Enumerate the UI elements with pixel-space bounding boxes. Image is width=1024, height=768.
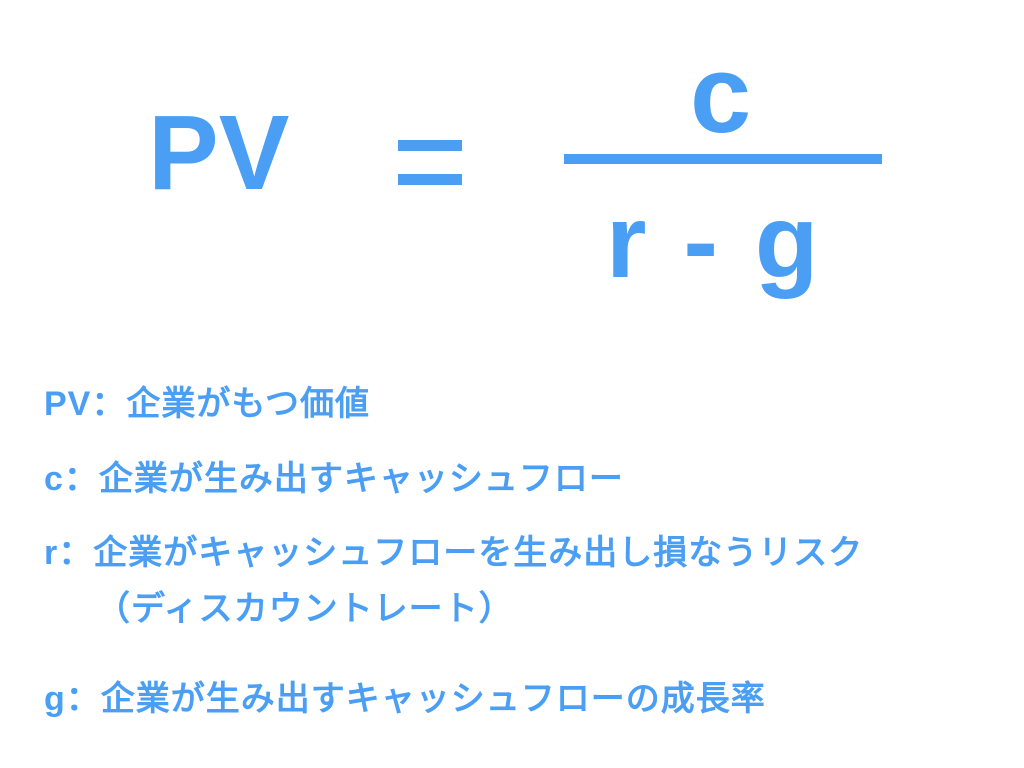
definition-text: 企業が生み出すキャッシュフロー	[98, 460, 624, 498]
equals-bar-bottom	[398, 174, 462, 185]
definition-pv: PV：企業がもつ価値	[44, 387, 370, 421]
definition-r: r：企業がキャッシュフローを生み出し損なうリスク	[44, 536, 863, 570]
definition-separator: ：	[63, 460, 99, 498]
fraction-bar	[564, 154, 882, 164]
equals-sign	[398, 140, 462, 192]
definition-symbol: r	[44, 534, 59, 572]
definition-text: 企業がキャッシュフローを生み出し損なうリスク	[93, 534, 864, 572]
formula-lhs: PV	[148, 94, 290, 212]
definition-c: c：企業が生み出すキャッシュフロー	[44, 462, 624, 496]
definition-separator: ：	[65, 680, 101, 718]
definition-separator: ：	[58, 534, 94, 572]
definition-g: g：企業が生み出すキャッシュフローの成長率	[44, 682, 766, 716]
definition-symbol: g	[44, 680, 66, 718]
definition-text: 企業が生み出すキャッシュフローの成長率	[100, 680, 766, 718]
definition-r-continuation: （ディスカウントレート）	[96, 590, 514, 628]
definition-symbol: c	[44, 460, 64, 498]
definition-text: 企業がもつ価値	[126, 385, 370, 423]
formula-numerator: c	[690, 33, 752, 156]
formula-denominator: r - g	[606, 184, 823, 300]
equals-bar-top	[398, 140, 462, 151]
definition-separator: ：	[91, 385, 127, 423]
definition-symbol: PV	[44, 385, 92, 423]
